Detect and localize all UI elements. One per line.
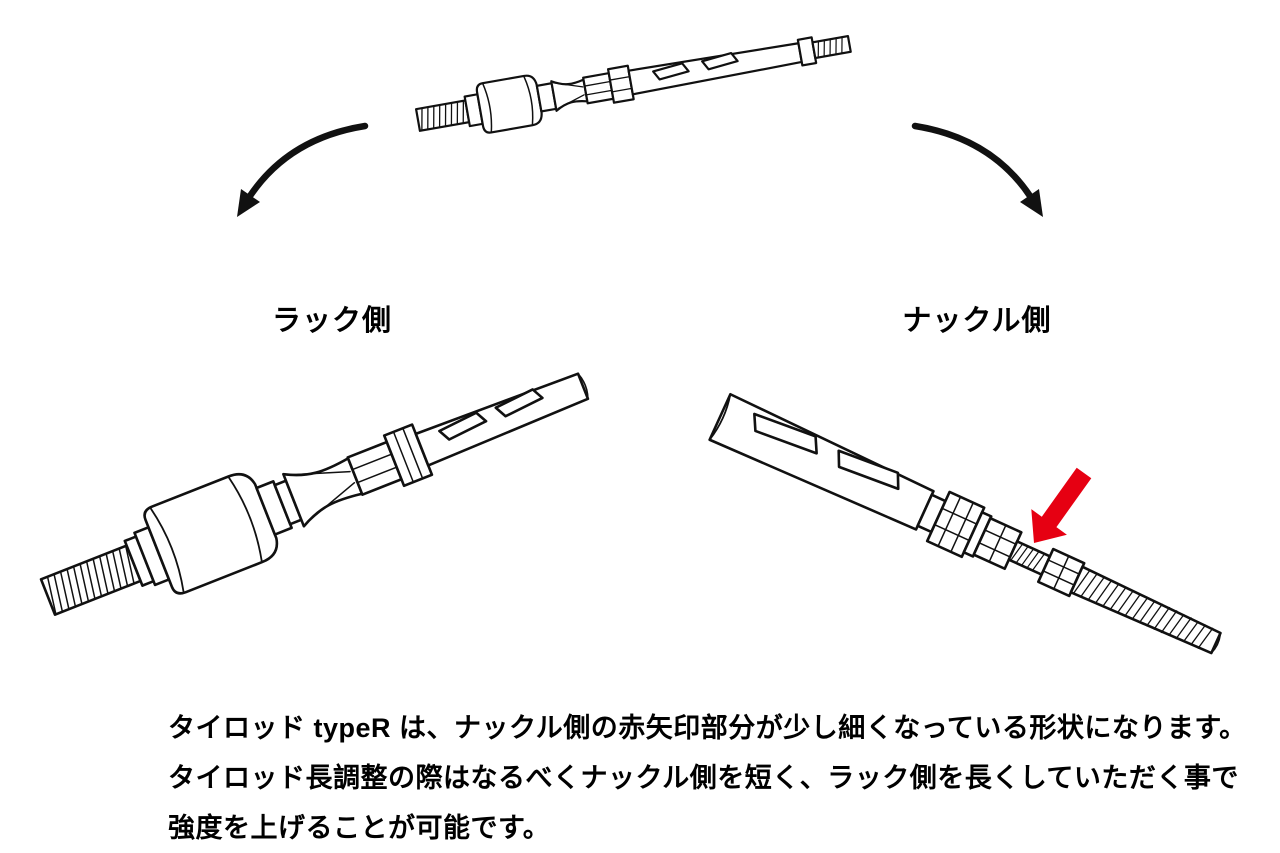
knuckle-side-illustration [708,392,1222,655]
adjuster-taper [282,457,364,528]
ball-joint-housing [475,74,543,134]
knuckle-side-label: ナックル側 [902,305,1052,337]
adjuster-taper [550,78,589,112]
rack-side-illustration [39,372,590,616]
inner-rod [708,392,935,531]
ball-joint-housing [143,473,279,595]
tie-rod-full-illustration [414,34,852,134]
threaded-tip [811,34,852,60]
threaded-stud [414,99,471,132]
hex-section [582,72,615,105]
curved-arrow-left-icon [237,122,369,217]
housing-neck [255,479,303,536]
threaded-end [1069,565,1222,655]
inner-rod [414,372,590,467]
inner-rod [627,42,803,96]
threaded-stud [39,544,142,616]
description-text: タイロッド typeR は、ナックル側の赤矢印部分が少し細くなっている形状になり… [168,703,1247,853]
rack-side-label: ラック側 [271,305,392,337]
red-arrow-icon [1031,467,1092,543]
hex-section [346,440,403,496]
description-line-2: タイロッド長調整の際はなるべくナックル側を短く、ラック側を長くしていただく事で [168,763,1239,793]
description-line-1: タイロッド typeR は、ナックル側の赤矢印部分が少し細くなっている形状になり… [168,713,1247,743]
curved-arrow-right-icon [911,122,1043,217]
description-line-3: 強度を上げることが可能です。 [168,813,551,843]
